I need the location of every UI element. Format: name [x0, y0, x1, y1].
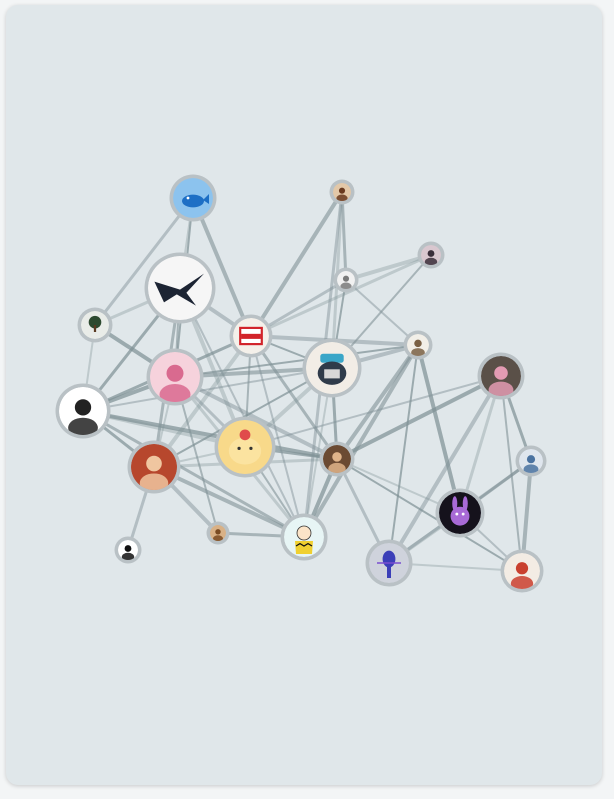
bearded-image [323, 445, 351, 473]
edge-manga-robot [82, 367, 333, 412]
rabbit-image [439, 492, 481, 534]
pudding-image [218, 420, 272, 474]
smiling-man-avatar[interactable] [500, 549, 544, 593]
graph-card [6, 5, 602, 785]
charlie-image [284, 517, 324, 557]
edge-anime-pink-bearded [173, 375, 339, 461]
edge-bearded-pink-hair [335, 374, 503, 461]
robot-image [306, 342, 358, 394]
edge-hammock-dark-fig [344, 253, 433, 282]
edge-screamer-charlie [152, 465, 306, 539]
brillo-image [233, 318, 269, 354]
raven-avatar[interactable] [144, 252, 216, 324]
pudding-cat-avatar[interactable] [214, 416, 276, 478]
screamer-image [131, 444, 177, 490]
raven-image [148, 256, 212, 320]
edge-bearded-cartoon [335, 343, 420, 461]
charlie-brown-avatar[interactable] [280, 513, 328, 561]
edge-whale-tree [93, 196, 195, 327]
smiling-image [504, 553, 540, 589]
tree-avatar[interactable] [77, 307, 113, 343]
blue-char-image [369, 543, 409, 583]
edge-hammock-cartoon [345, 279, 419, 346]
edge-charlie-cartoon [302, 343, 420, 539]
edge-manga-charlie [81, 409, 306, 539]
whale-avatar[interactable] [169, 174, 217, 222]
avatar-network-graph[interactable] [6, 5, 602, 785]
edge-brillo-dark-fig [249, 253, 433, 338]
tiny-orange-image [210, 525, 226, 541]
edge-brillo-horse [249, 190, 344, 338]
brillo-box-avatar[interactable] [229, 314, 273, 358]
small-orange-avatar[interactable] [206, 521, 230, 545]
edge-rabbit-cartoon [416, 343, 462, 515]
horse-avatar[interactable] [329, 179, 355, 205]
edge-cartoon-blue-char [388, 344, 419, 564]
hammock-image [337, 271, 355, 289]
purple-rabbit-avatar[interactable] [435, 488, 485, 538]
cartoon-image [407, 334, 429, 356]
edge-brillo-bearded [249, 334, 339, 461]
dark-figure-avatar[interactable] [417, 241, 445, 269]
pink-anime-avatar[interactable] [146, 348, 204, 406]
pink-hair-avatar[interactable] [477, 352, 525, 400]
edge-brillo-screamer [152, 334, 253, 469]
edge-raven-charlie [179, 287, 305, 538]
node-layer [55, 174, 547, 593]
cartoon-figure-avatar[interactable] [403, 330, 433, 360]
dark-fig-image [421, 245, 441, 265]
robot-avatar[interactable] [302, 338, 362, 398]
tree-image [81, 311, 109, 339]
edge-pink-hair-blue-char [387, 374, 503, 565]
edge-bearded-smiling [336, 458, 523, 572]
bw-small-image [118, 540, 138, 560]
edge-whale-brillo [191, 196, 253, 338]
small-bw-avatar[interactable] [114, 536, 142, 564]
horse-image [333, 183, 351, 201]
man-blue-image [519, 449, 543, 473]
edge-anime-pink-cartoon [174, 344, 419, 378]
edge-horse-hammock [340, 190, 348, 282]
anime-pink-image [150, 352, 200, 402]
man-blue-shirt-avatar[interactable] [515, 445, 547, 477]
whale-image [173, 178, 213, 218]
bearded-man-avatar[interactable] [319, 441, 355, 477]
manga-face-avatar[interactable] [55, 383, 111, 439]
edge-brillo-charlie [250, 335, 305, 538]
pink-hair-image [481, 356, 521, 396]
blue-character-avatar[interactable] [365, 539, 413, 587]
screaming-man-avatar[interactable] [127, 440, 181, 494]
hammock-avatar[interactable] [333, 267, 359, 293]
manga-image [59, 387, 107, 435]
